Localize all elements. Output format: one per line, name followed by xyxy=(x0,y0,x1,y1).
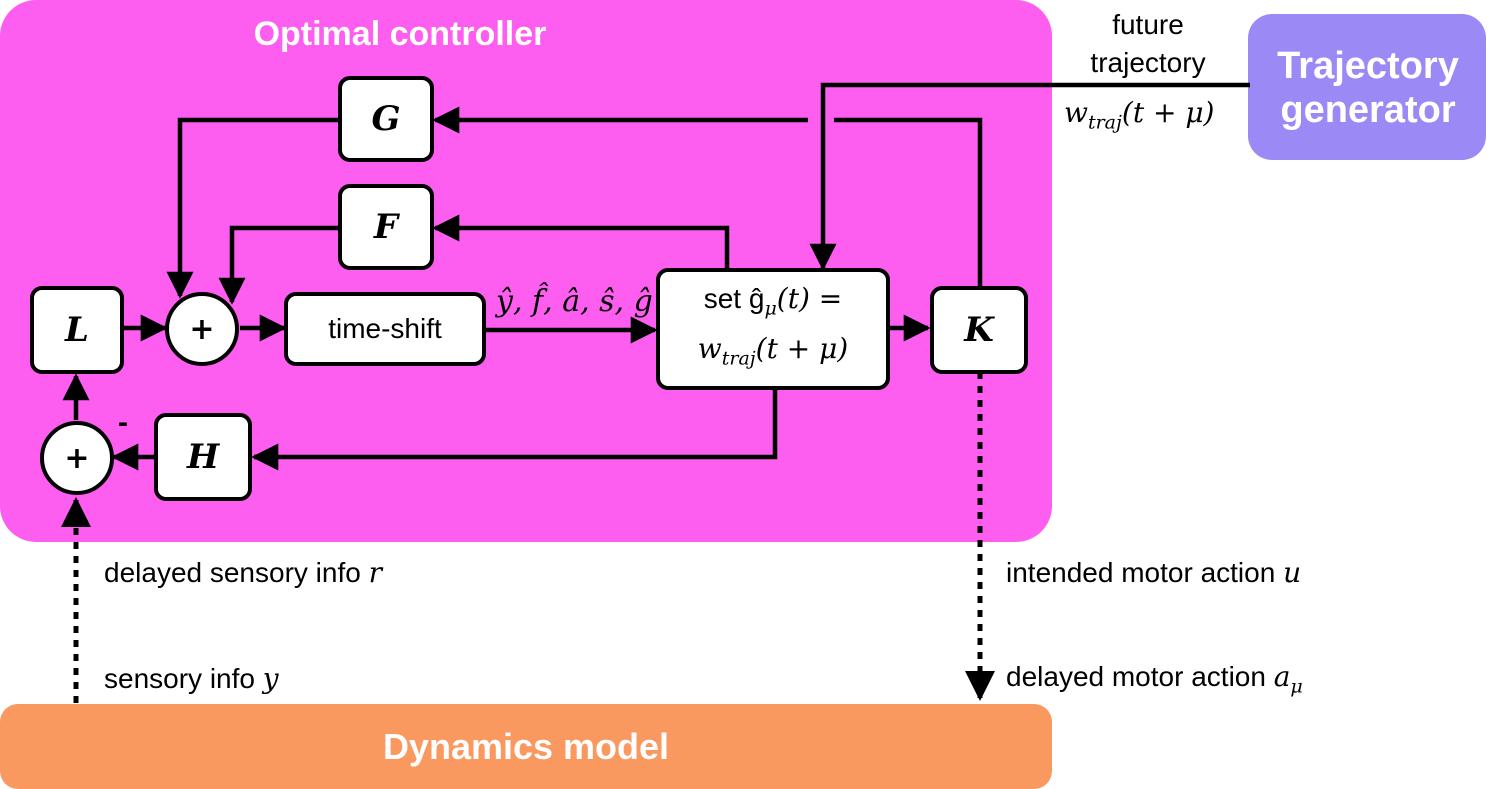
intended-motor-var: u xyxy=(1283,556,1302,589)
top-sum-junction: + xyxy=(165,292,239,366)
set-target-w-rest: (t + μ) xyxy=(755,332,849,365)
l-block: L xyxy=(30,286,124,374)
k-to-g-line-right xyxy=(834,117,983,288)
delayed-motor-var: a xyxy=(1273,660,1291,693)
set-to-h-line xyxy=(251,390,778,471)
wtraj-label: wtraj(t + μ) xyxy=(1064,96,1214,134)
bottom-sum-junction: + xyxy=(40,421,114,495)
trajectory-generator-title: Trajectory generator xyxy=(1277,45,1459,131)
trajectory-generator-region xyxy=(1248,14,1486,160)
f-block: F xyxy=(338,184,434,270)
set-target-w-sub: traj xyxy=(721,347,756,370)
future-trajectory-label: future trajectory xyxy=(1080,6,1216,82)
set-target-rest: (t) = xyxy=(776,282,843,316)
intended-motor-label: intended motor action u xyxy=(1006,556,1301,589)
set-target-sub: μ xyxy=(764,298,777,320)
wtraj-rest: (t + μ) xyxy=(1121,96,1215,129)
delayed-motor-label: delayed motor action aμ xyxy=(1006,660,1303,698)
set-target-line2: wtraj(t + μ) xyxy=(698,329,848,379)
g-block: G xyxy=(338,76,434,162)
wtraj-sub: traj xyxy=(1087,111,1122,134)
delayed-motor-sub: μ xyxy=(1290,675,1303,698)
sensory-label: sensory info y xyxy=(104,662,279,695)
optimal-controller-title: Optimal controller xyxy=(253,15,547,53)
wtraj-w: w xyxy=(1064,96,1088,129)
f-to-sum-line xyxy=(218,225,340,305)
delayed-sensory-var: r xyxy=(368,556,382,589)
minus-sign: - xyxy=(118,406,128,439)
time-shift-block: time-shift xyxy=(284,292,486,366)
delayed-sensory-label: delayed sensory info r xyxy=(104,556,382,589)
intended-motor-text: intended motor action xyxy=(1006,557,1276,588)
dynamics-model-region xyxy=(0,704,1052,789)
trajectory-input-line xyxy=(809,82,1250,271)
future-trajectory-line2: trajectory xyxy=(1090,47,1206,78)
g-to-sum-line xyxy=(166,117,338,299)
set-target-line1: set ĝμ(t) = xyxy=(704,279,843,329)
future-trajectory-line1: future xyxy=(1112,9,1184,40)
set-target-label: set ĝ xyxy=(703,283,765,315)
set-to-f-line xyxy=(432,214,730,268)
set-target-w: w xyxy=(697,332,722,365)
set-target-block: set ĝμ(t) = wtraj(t + μ) xyxy=(656,268,890,390)
estimates-label: ŷ, f̂, â, ŝ, ĝ xyxy=(496,284,653,319)
k-block: K xyxy=(930,286,1028,374)
delayed-sensory-text: delayed sensory info xyxy=(104,557,361,588)
sensory-text: sensory info xyxy=(104,663,255,694)
sensory-var: y xyxy=(262,662,279,695)
h-block: H xyxy=(154,413,252,501)
delayed-motor-text: delayed motor action xyxy=(1006,661,1266,692)
dynamics-model-title: Dynamics model xyxy=(382,726,670,767)
